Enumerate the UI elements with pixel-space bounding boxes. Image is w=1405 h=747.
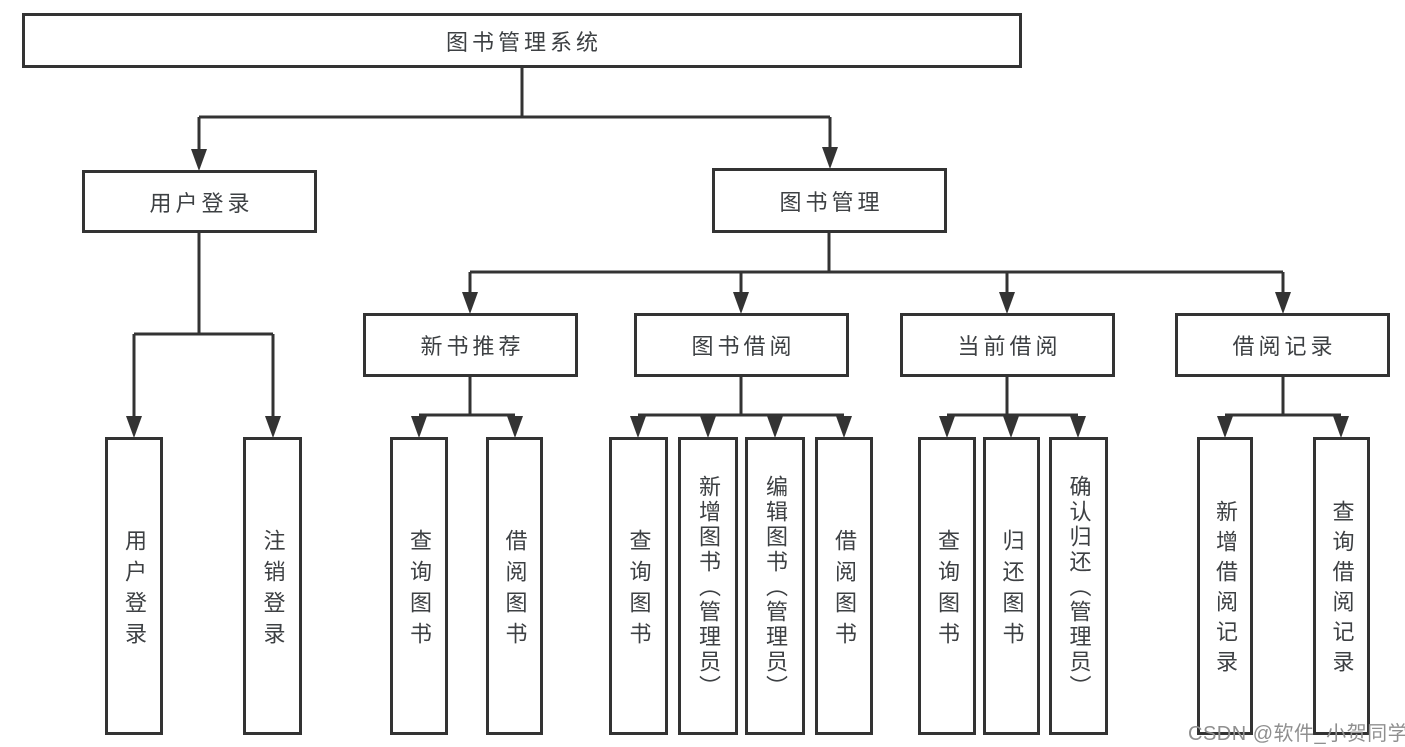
leaf-edit-books-admin: 编辑图书（管理员） [745, 437, 805, 735]
leaf-recommend-query-books: 查询图书 [390, 437, 448, 735]
leaf-return-books: 归还图书 [983, 437, 1040, 735]
leaf-add-books-admin: 新增图书（管理员） [678, 437, 738, 735]
node-borrow-records: 借阅记录 [1175, 313, 1390, 377]
leaf-logout: 注销登录 [243, 437, 302, 735]
leaf-query-borrow-record: 查询借阅记录 [1313, 437, 1370, 735]
leaf-borrow-query-books: 查询图书 [609, 437, 668, 735]
leaf-confirm-return-admin: 确认归还（管理员） [1049, 437, 1108, 735]
node-book-management-module: 图书管理 [712, 168, 947, 233]
node-current-borrow: 当前借阅 [900, 313, 1115, 377]
leaf-borrow-books: 借阅图书 [815, 437, 873, 735]
leaf-add-borrow-record: 新增借阅记录 [1197, 437, 1253, 735]
node-book-borrow: 图书借阅 [634, 313, 849, 377]
leaf-current-query-books: 查询图书 [918, 437, 976, 735]
csdn-watermark: CSDN @软件_小贺同学 [1188, 723, 1405, 745]
node-new-book-recommend: 新书推荐 [363, 313, 578, 377]
leaf-recommend-borrow-books: 借阅图书 [486, 437, 543, 735]
leaf-user-login: 用户登录 [105, 437, 163, 735]
node-root-system: 图书管理系统 [22, 13, 1022, 68]
arrowheads [126, 147, 1349, 438]
node-user-login-module: 用户登录 [82, 170, 317, 233]
